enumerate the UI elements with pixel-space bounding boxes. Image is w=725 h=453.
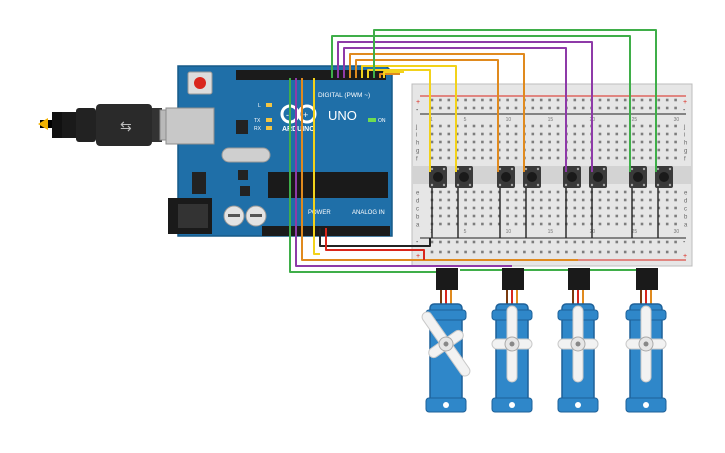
pushbutton[interactable] [655,166,673,188]
analog-label: ANALOG IN [352,210,385,216]
pushbuttons [429,166,673,238]
column-number: 30 [674,229,680,235]
svg-text:+: + [303,110,308,120]
column-number: 25 [632,229,638,235]
row-label-right: f [684,157,686,163]
rail-minus-top: - [416,107,419,114]
digital-label: DIGITAL (PWM ~) [318,92,370,99]
column-number: 10 [506,117,512,123]
wire-servo-yellow [313,78,320,255]
row-label-right: b [684,215,688,221]
row-label-right: c [684,207,687,213]
column-number: 15 [548,229,554,235]
row-label-left: d [416,199,419,205]
row-label-left: e [416,191,420,197]
rail-minus-bottom-right: - [683,239,686,246]
pushbutton[interactable] [629,166,647,188]
pushbutton[interactable] [497,166,515,188]
column-number: 10 [506,229,512,235]
led-tx-label: TX [254,118,261,124]
row-label-right: g [684,149,687,155]
column-number: 25 [632,117,638,123]
row-label-right: h [684,141,687,147]
row-label-left: b [416,215,420,221]
wire-yellow-2 [367,69,431,172]
row-label-right: j [683,125,685,131]
column-number: 30 [674,117,680,123]
row-label-right: i [684,133,685,139]
row-label-left: h [416,141,419,147]
row-label-left: a [416,223,420,229]
rail-plus-top: + [416,99,420,106]
led-l-label: L [258,103,261,109]
row-label-left: j [415,125,417,131]
servo-motor [421,268,471,413]
wire-green-1 [331,35,631,172]
atmega-chip [268,172,388,198]
wire-orange-1 [349,53,525,172]
row-label-left: g [416,149,419,155]
rail-plus-top-right: + [683,99,687,106]
column-number: 5 [464,117,467,123]
column-number: 15 [548,117,554,123]
pushbutton[interactable] [563,166,581,188]
wire-yellow-1 [361,65,457,172]
wire-servo-green [289,78,448,273]
arduino-board: - + ARDUINO UNO DIGITAL (PWM ~) ANALOG I… [165,65,393,237]
pushbutton[interactable] [429,166,447,188]
wire-green-2 [373,29,657,172]
usb-icon: ⇆ [120,118,132,134]
wire-gnd [319,228,431,247]
servo-motor [557,268,599,413]
wire-yellow-short [383,71,404,78]
row-label-right: d [684,199,687,205]
wire-orange-2 [355,59,499,172]
row-label-left: f [416,157,418,163]
column-number: 1 [430,117,433,123]
wire-servo-orange [301,78,578,261]
wire-servo-purple [295,78,512,267]
column-number: 5 [464,229,467,235]
row-label-left: i [416,133,417,139]
servo-motor [491,268,533,413]
power-label: POWER [308,210,331,216]
rail-minus-top-right: - [683,107,686,114]
rail-plus-bottom-right: + [683,253,687,260]
rail-plus-bottom: + [416,253,420,260]
svg-text:-: - [286,110,289,120]
servo-motor [625,268,667,413]
wire-orange-short [379,73,400,78]
wire-green-servo4 [460,269,649,272]
breadboard: + + - - - - + + jjiihhggffeeddccbbaa1155… [411,83,693,267]
board-brand: ARDUINO [282,126,315,133]
wire-5v [325,228,425,260]
on-label: ON [378,118,386,124]
pushbutton[interactable] [455,166,473,188]
wire-purple-2 [343,47,567,172]
rail-minus-bottom: - [416,239,419,246]
led-rx-label: RX [254,126,262,132]
servos [421,268,667,413]
row-label-right: e [684,191,688,197]
wire-purple-1 [337,41,593,172]
row-label-left: c [416,207,419,213]
pushbutton[interactable] [523,166,541,188]
board-model: UNO [328,108,357,123]
wires [289,29,657,273]
row-label-right: a [684,223,688,229]
